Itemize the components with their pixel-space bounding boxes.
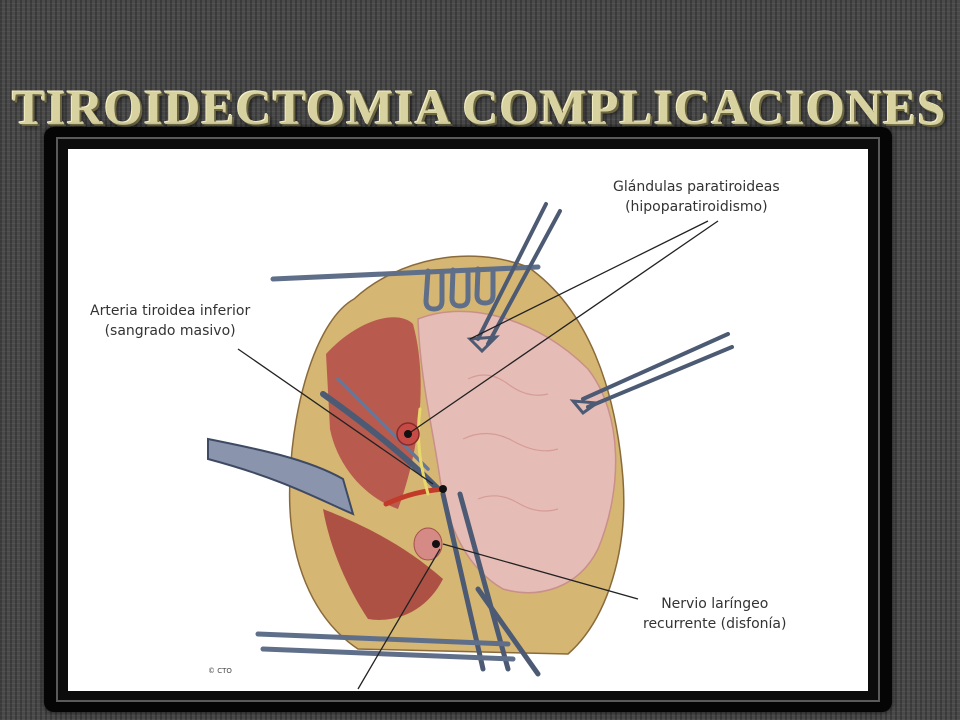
retractor-top [270, 264, 541, 312]
label-nerve-line1: Nervio laríngeo [661, 596, 769, 612]
thyroidectomy-drawing [207, 202, 734, 690]
forceps-upper [466, 202, 562, 354]
retractor-bottom [255, 631, 516, 662]
artery-red [383, 486, 446, 507]
label-artery-line1: Arteria tiroidea inferior [90, 303, 251, 319]
leader-lines [237, 220, 719, 690]
image-frame: Glándulas paratiroideas (hipoparatiroidi… [44, 127, 892, 712]
retractor-left [207, 437, 355, 516]
pointer-dot [432, 540, 440, 548]
label-parathyroid-line2: (hipoparatiroidismo) [625, 199, 768, 215]
pointer-dot [439, 485, 447, 493]
label-nerve-line2: recurrente (disfonía) [643, 616, 787, 632]
pointer-dot [404, 430, 412, 438]
clamp-bottom [440, 491, 541, 677]
laryngeal-nerve [416, 407, 430, 496]
lower-gland [413, 527, 443, 561]
label-artery-line2: (sangrado masivo) [104, 323, 236, 339]
label-artery: Arteria tiroidea inferior (sangrado masi… [90, 301, 250, 341]
lower-muscle [323, 509, 443, 620]
label-parathyroid-line1: Glándulas paratiroideas [613, 179, 780, 195]
slide-title: TIROIDECTOMIA COMPLICACIONES [12, 79, 947, 135]
surgical-illustration: Glándulas paratiroideas (hipoparatiroidi… [68, 149, 868, 691]
label-parathyroid: Glándulas paratiroideas (hipoparatiroidi… [613, 177, 780, 217]
forceps-right [569, 332, 734, 416]
thyroid-texture [462, 374, 559, 512]
image-frame-inner: Glándulas paratiroideas (hipoparatiroidi… [56, 137, 880, 702]
copyright-note: © CTO [208, 667, 232, 675]
label-nerve: Nervio laríngeo recurrente (disfonía) [643, 594, 786, 634]
vessel-blue-2 [336, 377, 430, 471]
